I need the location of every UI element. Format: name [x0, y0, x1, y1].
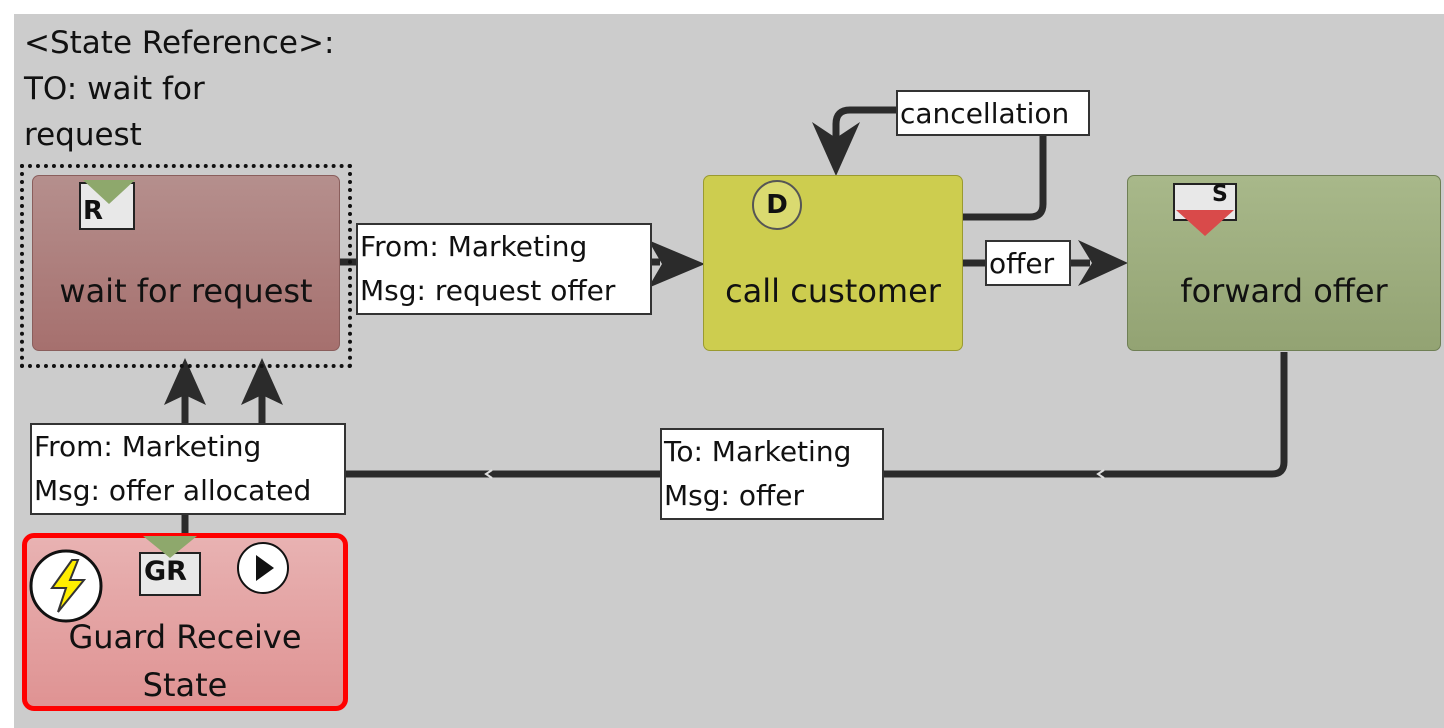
edge-label-line1: To: Marketing: [664, 435, 852, 468]
edge-label-offer-allocated: From: Marketing Msg: offer allocated: [30, 423, 346, 515]
edge-label-to-marketing: To: Marketing Msg: offer: [660, 428, 884, 520]
lightning-icon: [29, 549, 103, 623]
send-triangle-icon: [1176, 210, 1234, 236]
edge-label-line2: Msg: offer: [664, 479, 805, 512]
state-forward-offer[interactable]: S forward offer: [1127, 175, 1441, 351]
guard-receive-badge-letters: GR: [144, 556, 187, 587]
edge-label-text: cancellation: [900, 97, 1070, 130]
state-call-customer[interactable]: D call customer: [703, 175, 963, 351]
edge-label-line2: Msg: offer allocated: [34, 474, 312, 507]
edge-label-line1: From: Marketing: [34, 430, 262, 463]
edge-to-marketing-chevron-2: [484, 469, 493, 479]
edge-label-line1: From: Marketing: [360, 230, 588, 263]
send-badge-letter: S: [1212, 182, 1228, 207]
play-icon: [237, 542, 289, 594]
guard-receive-triangle-icon: [143, 536, 197, 558]
state-guard-receive[interactable]: GR Guard Receive State: [22, 533, 348, 711]
state-reference-line2: TO: wait for: [24, 71, 205, 107]
edge-offer-allocated-arrowhead-2: [241, 358, 283, 405]
edge-offer-arrowhead: [1078, 240, 1128, 286]
edge-label-line2: Msg: request offer: [360, 274, 616, 307]
receive-triangle-icon: [83, 180, 135, 204]
edge-label-request-offer: From: Marketing Msg: request offer: [356, 223, 652, 315]
state-name: forward offer: [1180, 272, 1388, 310]
state-name: wait for request: [59, 272, 313, 310]
edge-cancellation-line: [960, 130, 1047, 221]
receive-badge-letter: R: [83, 196, 104, 226]
edge-to-marketing-chevron-1: [1096, 469, 1105, 479]
edge-to-marketing-line: [340, 352, 1288, 478]
decision-badge-letter: D: [766, 190, 788, 220]
edge-label-offer: offer: [985, 240, 1071, 286]
state-name-line2: State: [142, 666, 228, 704]
edge-cancellation-arrowhead: [812, 122, 860, 176]
state-wait-for-request[interactable]: R wait for request: [32, 175, 340, 351]
state-reference-label: <State Reference>: TO: wait for request: [24, 20, 334, 158]
decision-badge: D: [752, 180, 802, 230]
edge-label-text: offer: [989, 247, 1055, 280]
edge-cancellation-line-top: [832, 106, 900, 140]
state-name-line1: Guard Receive: [68, 618, 302, 656]
edge-label-cancellation: cancellation: [896, 90, 1090, 136]
state-name: call customer: [725, 272, 941, 310]
state-reference-line1: <State Reference>:: [24, 25, 335, 61]
state-reference-dotted-border: [20, 164, 352, 368]
state-reference-line3: request: [24, 117, 142, 153]
edge-request-offer-arrowhead: [648, 240, 705, 288]
edge-offer-allocated-arrowhead-1: [164, 358, 206, 405]
